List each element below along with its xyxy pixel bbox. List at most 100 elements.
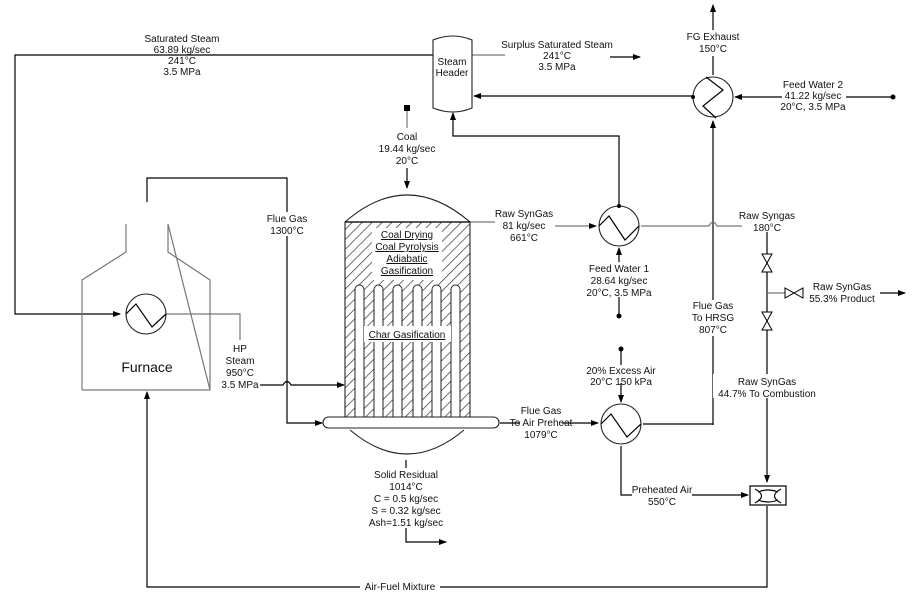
pipe-solid-residual: [405, 460, 446, 542]
furnace-heat-exchanger[interactable]: [125, 293, 167, 335]
svg-text:Ash=1.51 kg/sec: Ash=1.51 kg/sec: [369, 518, 443, 529]
label-flue-gas-air-preheat: Flue Gas To Air Preheat 1079°C: [510, 406, 573, 441]
label-feed-water-2: Feed Water 2 41.22 kg/sec 20°C, 3.5 MPa: [780, 80, 846, 113]
svg-text:20% Excess Air: 20% Excess Air: [586, 366, 656, 377]
exchanger-coil-icon: [600, 413, 642, 438]
svg-text:3.5 MPa: 3.5 MPa: [163, 67, 201, 78]
svg-text:20°C, 3.5 MPa: 20°C, 3.5 MPa: [586, 288, 652, 299]
svg-text:S = 0.32 kg/sec: S = 0.32 kg/sec: [371, 506, 440, 517]
reactor-zone-label-4: Gasification: [381, 266, 433, 277]
svg-text:Flue Gas: Flue Gas: [693, 301, 734, 312]
label-fg-exhaust: FG Exhaust 150°C: [687, 30, 740, 56]
pipe-hp-steam-to-reactor: [260, 380, 345, 388]
svg-text:3.5 MPa: 3.5 MPa: [538, 62, 576, 73]
svg-text:Raw SynGas: Raw SynGas: [813, 282, 871, 293]
svg-text:241°C: 241°C: [168, 56, 196, 67]
reactor-tubes: [354, 284, 461, 429]
svg-text:Air-Fuel Mixture: Air-Fuel Mixture: [365, 582, 436, 593]
label-flue-gas-hrsg: Flue Gas To HRSG 807°C: [690, 300, 736, 336]
label-solid-residual: Solid Residual 1014°C C = 0.5 kg/sec S =…: [369, 470, 443, 529]
pipe-hp-steam: [166, 313, 241, 340]
svg-text:Feed Water 1: Feed Water 1: [589, 264, 650, 275]
reactor-char-gasification-label: Char Gasification: [369, 330, 446, 341]
label-feed-water-1: Feed Water 1 28.64 kg/sec 20°C, 3.5 MPa: [586, 264, 652, 299]
steam-header-label-1: Steam: [438, 57, 467, 68]
svg-text:1300°C: 1300°C: [270, 226, 303, 237]
label-saturated-steam: Saturated Steam 63.89 kg/sec 241°C 3.5 M…: [144, 34, 219, 78]
excess-air-source: [618, 346, 624, 352]
feed-water-1-source: [616, 313, 622, 319]
svg-text:20°C 150 kPa: 20°C 150 kPa: [590, 377, 652, 388]
valve-syngas-combustion[interactable]: [761, 311, 773, 331]
mixer-icon: [754, 488, 782, 504]
pipe-cooled-syngas: [641, 221, 742, 227]
svg-text:3.5 MPa: 3.5 MPa: [221, 380, 259, 391]
label-raw-syngas-product: Raw SynGas 55.3% Product: [809, 282, 875, 305]
flue-gas-manifold: [322, 416, 500, 429]
svg-text:19.44 kg/sec: 19.44 kg/sec: [379, 144, 436, 155]
svg-text:41.22 kg/sec: 41.22 kg/sec: [785, 91, 842, 102]
pipe-furnace-flue-gas: [146, 177, 323, 426]
svg-text:Coal: Coal: [397, 132, 418, 143]
label-raw-syngas-reactor: Raw SynGas 81 kg/sec 661°C: [495, 209, 553, 244]
exchanger-coil-icon: [702, 76, 724, 119]
pipe-preheated-air: [620, 446, 748, 495]
svg-text:807°C: 807°C: [699, 325, 727, 336]
svg-text:241°C: 241°C: [543, 51, 571, 62]
svg-text:Surplus Saturated Steam: Surplus Saturated Steam: [501, 40, 613, 51]
svg-text:Raw SynGas: Raw SynGas: [495, 209, 553, 220]
feed-water-2-source: [890, 94, 896, 100]
svg-text:63.89 kg/sec: 63.89 kg/sec: [154, 45, 211, 56]
svg-text:Saturated Steam: Saturated Steam: [144, 34, 219, 45]
svg-text:Flue Gas: Flue Gas: [267, 214, 308, 225]
svg-text:Feed Water 2: Feed Water 2: [783, 80, 844, 91]
label-flue-gas-furnace: Flue Gas 1300°C: [262, 212, 312, 237]
reactor-zone-label-1: Coal Drying: [381, 230, 433, 241]
svg-text:81 kg/sec: 81 kg/sec: [503, 221, 546, 232]
svg-text:55.3% Product: 55.3% Product: [809, 294, 875, 305]
svg-text:Raw Syngas: Raw Syngas: [739, 211, 795, 222]
valve-syngas-product[interactable]: [784, 287, 804, 299]
label-coal: Coal 19.44 kg/sec 20°C: [379, 132, 436, 167]
svg-text:C = 0.5 kg/sec: C = 0.5 kg/sec: [374, 494, 438, 505]
pipe-air-fuel-mixture: [147, 392, 768, 588]
coal-source: [404, 105, 410, 111]
svg-text:Flue Gas: Flue Gas: [521, 406, 562, 417]
svg-text:FG Exhaust: FG Exhaust: [687, 32, 740, 43]
air-preheater-heat-exchanger[interactable]: [600, 403, 642, 445]
svg-text:Raw SynGas: Raw SynGas: [738, 377, 796, 388]
svg-text:550°C: 550°C: [648, 497, 676, 508]
syngas-cooler-heat-exchanger[interactable]: [598, 204, 640, 247]
reactor-zone-label-2: Coal Pyrolysis: [375, 242, 438, 253]
furnace-label: Furnace: [121, 359, 173, 375]
hrsg-heat-exchanger[interactable]: [691, 76, 734, 119]
svg-text:Steam: Steam: [226, 356, 255, 367]
steam-header-label-2: Header: [436, 68, 469, 79]
svg-text:To HRSG: To HRSG: [692, 313, 734, 324]
svg-text:20°C: 20°C: [396, 156, 418, 167]
svg-text:950°C: 950°C: [226, 368, 254, 379]
furnace[interactable]: [81, 223, 211, 391]
exchanger-coil-icon: [598, 215, 640, 241]
svg-text:To Air Preheat: To Air Preheat: [510, 418, 573, 429]
steam-header-vessel[interactable]: [432, 35, 473, 113]
svg-text:180°C: 180°C: [753, 223, 781, 234]
label-preheated-air: Preheated Air 550°C: [632, 485, 693, 508]
label-raw-syngas-cooled: Raw Syngas 180°C: [739, 211, 795, 234]
label-raw-syngas-combustion: Raw SynGas 44.7% To Combustion: [713, 374, 818, 400]
gasifier-reactor[interactable]: [322, 194, 500, 455]
pipe-syngas-cooler-to-header: [450, 112, 620, 205]
svg-text:44.7% To Combustion: 44.7% To Combustion: [718, 389, 816, 400]
svg-text:28.64 kg/sec: 28.64 kg/sec: [591, 276, 648, 287]
reactor-zone-label-3: Adiabatic: [386, 254, 427, 265]
label-hp-steam: HP Steam 950°C 3.5 MPa: [221, 344, 259, 391]
air-fuel-mixer[interactable]: [749, 485, 787, 506]
svg-text:1014°C: 1014°C: [389, 482, 422, 493]
exchanger-coil-icon: [125, 303, 167, 328]
svg-text:HP: HP: [233, 344, 247, 355]
svg-text:1079°C: 1079°C: [524, 430, 557, 441]
label-surplus-steam: Surplus Saturated Steam 241°C 3.5 MPa: [501, 40, 613, 73]
valve-syngas-upper[interactable]: [761, 253, 773, 273]
pipe-saturated-steam: [14, 54, 433, 317]
